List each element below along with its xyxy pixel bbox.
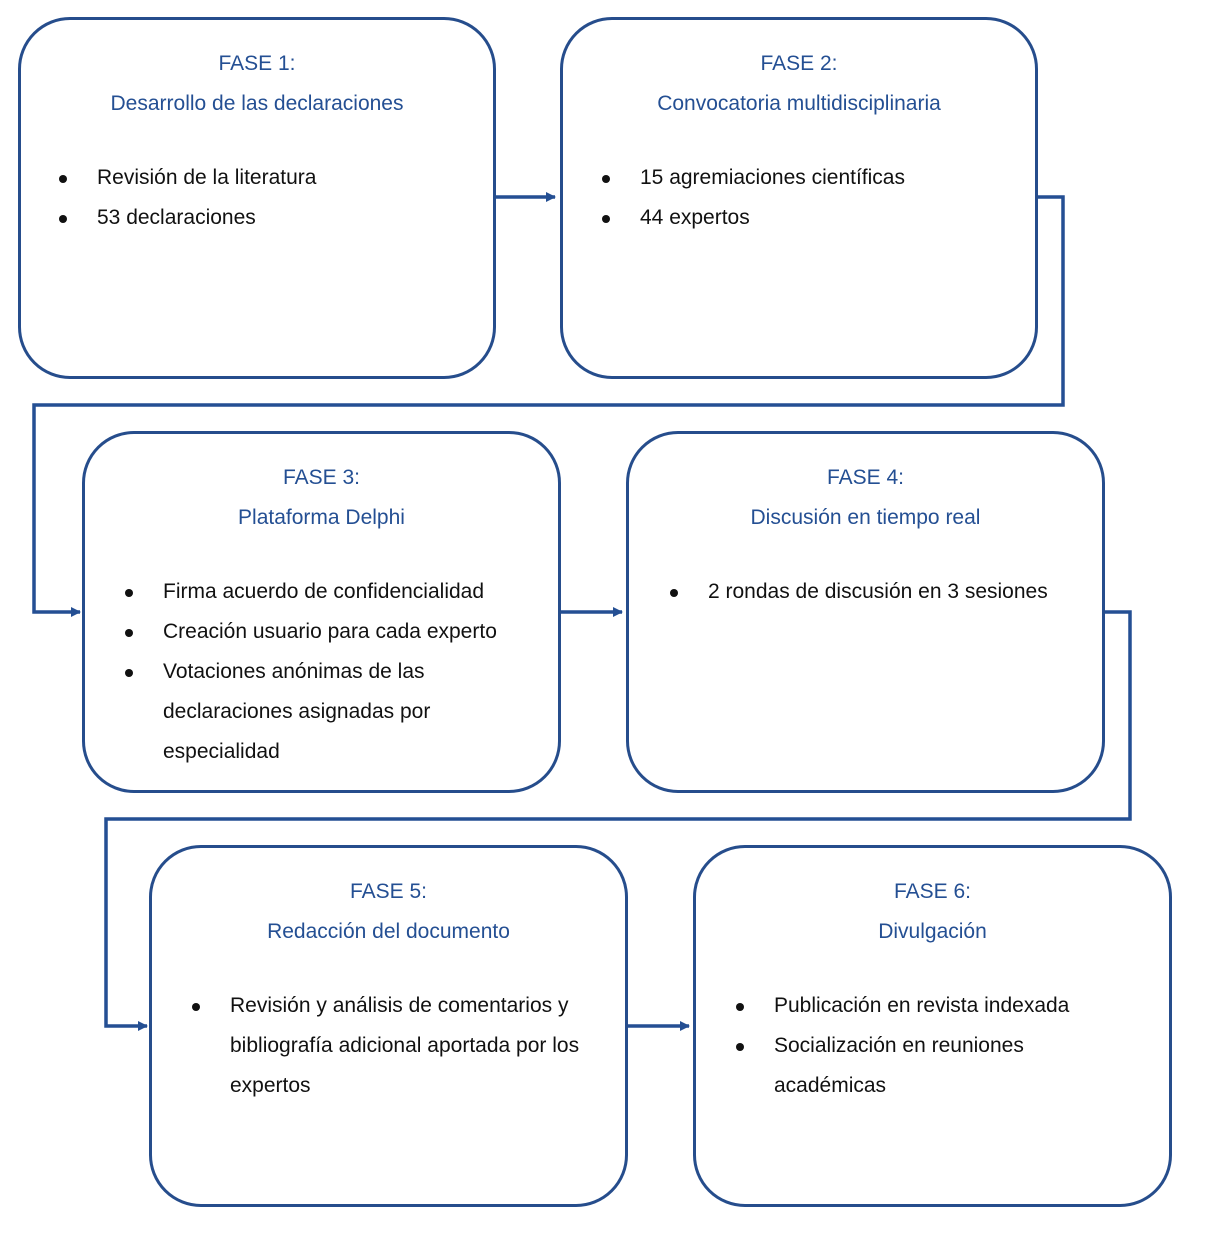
phase-3-title: Plataforma Delphi bbox=[238, 506, 405, 529]
list-item: 15 agremiaciones científicas bbox=[602, 158, 1022, 198]
phase-5-box: FASE 5: Redacción del documento Revisión… bbox=[149, 845, 628, 1207]
phase-3-box: FASE 3: Plataforma Delphi Firma acuerdo … bbox=[82, 431, 561, 793]
phase-4-box: FASE 4: Discusión en tiempo real 2 ronda… bbox=[626, 431, 1105, 793]
phase-5-title: Redacción del documento bbox=[267, 920, 510, 943]
list-item: 2 rondas de discusión en 3 sesiones bbox=[670, 572, 1095, 612]
phase-3-header: FASE 3: Plataforma Delphi bbox=[85, 458, 558, 538]
phase-6-label: FASE 6: bbox=[893, 880, 972, 903]
phase-6-list: Publicación en revista indexada Socializ… bbox=[736, 986, 1136, 1106]
phase-6-title: Divulgación bbox=[878, 920, 987, 943]
phase-2-title: Convocatoria multidisciplinaria bbox=[657, 92, 941, 115]
connector-4-5 bbox=[104, 610, 1132, 1031]
phase-5-list: Revisión y análisis de comentarios y bib… bbox=[192, 986, 612, 1106]
phase-1-title: Desarrollo de las declaraciones bbox=[110, 92, 404, 115]
list-item: Revisión y análisis de comentarios y bib… bbox=[192, 986, 612, 1106]
list-item: 53 declaraciones bbox=[59, 198, 479, 238]
list-item: Creación usuario para cada experto bbox=[125, 612, 525, 652]
phase-4-title: Discusión en tiempo real bbox=[750, 506, 981, 529]
list-item: Firma acuerdo de confidencialidad bbox=[125, 572, 525, 612]
phase-4-label: FASE 4: bbox=[826, 466, 905, 489]
list-item: Publicación en revista indexada bbox=[736, 986, 1136, 1026]
list-item: Socialización en reuniones académicas bbox=[736, 1026, 1136, 1106]
phase-4-list: 2 rondas de discusión en 3 sesiones bbox=[670, 572, 1095, 612]
phase-4-header: FASE 4: Discusión en tiempo real bbox=[629, 458, 1102, 538]
phase-2-label: FASE 2: bbox=[760, 52, 838, 75]
phase-5-header: FASE 5: Redacción del documento bbox=[152, 872, 625, 952]
phase-2-header: FASE 2: Convocatoria multidisciplinaria bbox=[563, 44, 1035, 124]
phase-1-label: FASE 1: bbox=[218, 52, 296, 75]
list-item: Revisión de la literatura bbox=[59, 158, 479, 198]
connector-2-3 bbox=[32, 195, 1065, 617]
phase-1-list: Revisión de la literatura 53 declaracion… bbox=[59, 158, 479, 238]
phase-1-box: FASE 1: Desarrollo de las declaraciones … bbox=[18, 17, 496, 379]
list-item: Votaciones anónimas de las declaraciones… bbox=[125, 652, 525, 772]
phase-3-list: Firma acuerdo de confidencialidad Creaci… bbox=[125, 572, 525, 772]
list-item: 44 expertos bbox=[602, 198, 1022, 238]
phase-6-box: FASE 6: Divulgación Publicación en revis… bbox=[693, 845, 1172, 1207]
phase-6-header: FASE 6: Divulgación bbox=[696, 872, 1169, 952]
phase-1-header: FASE 1: Desarrollo de las declaraciones bbox=[21, 44, 493, 124]
phase-5-label: FASE 5: bbox=[349, 880, 428, 903]
phase-3-label: FASE 3: bbox=[282, 466, 361, 489]
phase-2-box: FASE 2: Convocatoria multidisciplinaria … bbox=[560, 17, 1038, 379]
phase-2-list: 15 agremiaciones científicas 44 expertos bbox=[602, 158, 1022, 238]
